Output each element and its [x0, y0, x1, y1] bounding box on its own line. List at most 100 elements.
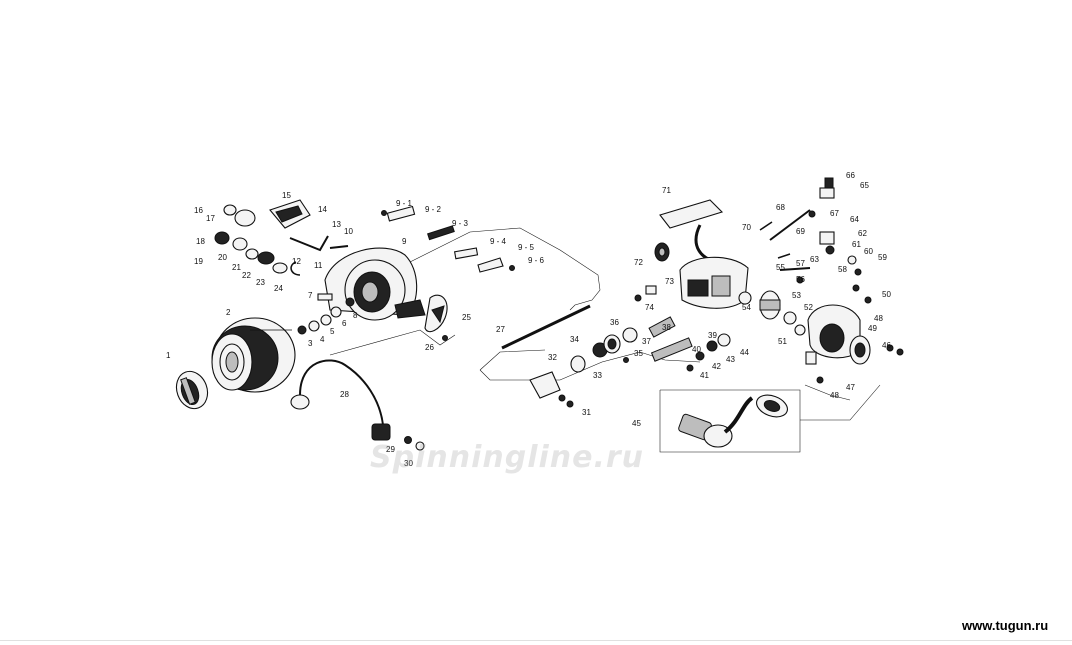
- label-9-2: 9 - 2: [425, 205, 442, 214]
- label-9-3: 9 - 3: [452, 219, 469, 228]
- label-60: 60: [864, 247, 873, 256]
- label-71: 71: [662, 186, 671, 195]
- label-21: 21: [232, 263, 241, 272]
- spool-part-2: [211, 317, 296, 393]
- label-52: 52: [804, 303, 813, 312]
- label-17: 17: [206, 214, 215, 223]
- assembly-guide-lines: [329, 227, 881, 453]
- label-5: 5: [330, 327, 335, 336]
- label-12: 12: [292, 257, 301, 266]
- label-6: 6: [342, 319, 347, 328]
- label-41: 41: [700, 371, 709, 380]
- label-27: 27: [496, 325, 505, 334]
- label-9-4: 9 - 4: [490, 237, 507, 246]
- drag-knob-part-1: [175, 370, 209, 410]
- label-25: 25: [462, 313, 471, 322]
- label-69: 69: [796, 227, 805, 236]
- label-14: 14: [318, 205, 327, 214]
- label-48-lower: 48: [830, 391, 839, 400]
- label-38: 38: [662, 323, 671, 332]
- label-9-1: 9 - 1: [396, 199, 413, 208]
- label-30: 30: [404, 459, 413, 468]
- reel-body: [634, 199, 752, 309]
- label-7: 7: [308, 291, 313, 300]
- label-55: 55: [776, 263, 785, 272]
- divider: [0, 640, 1072, 641]
- label-13: 13: [332, 220, 341, 229]
- label-48-upper: 48: [874, 314, 883, 323]
- label-15: 15: [282, 191, 291, 200]
- label-47: 47: [846, 383, 855, 392]
- label-64: 64: [850, 215, 859, 224]
- label-74: 74: [645, 303, 654, 312]
- label-68: 68: [776, 203, 785, 212]
- label-18: 18: [196, 237, 205, 246]
- bail-arm-assembly: [214, 199, 349, 276]
- label-29: 29: [386, 445, 395, 454]
- label-50: 50: [882, 290, 891, 299]
- label-31: 31: [582, 408, 591, 417]
- label-44: 44: [740, 348, 749, 357]
- label-51: 51: [778, 337, 787, 346]
- label-33: 33: [593, 371, 602, 380]
- label-36: 36: [610, 318, 619, 327]
- label-40: 40: [692, 345, 701, 354]
- side-cover-and-gears: [759, 177, 904, 384]
- label-67: 67: [830, 209, 839, 218]
- label-28: 28: [340, 390, 349, 399]
- gear-train: [529, 316, 731, 408]
- label-19: 19: [194, 257, 203, 266]
- bail-wire-part-28: [290, 359, 391, 441]
- label-56: 56: [796, 275, 805, 284]
- bail-screws: [404, 436, 425, 451]
- label-11: 11: [314, 261, 323, 270]
- label-57: 57: [796, 259, 805, 268]
- label-4: 4: [320, 335, 325, 344]
- label-16: 16: [194, 206, 203, 215]
- label-72: 72: [634, 258, 643, 267]
- label-34: 34: [570, 335, 579, 344]
- label-70: 70: [742, 223, 751, 232]
- label-24: 24: [274, 284, 283, 293]
- part-number-labels: 1 2 3 4 5 6 7 8 9 9 - 1 9 - 2 9 - 3 9 - …: [166, 171, 891, 468]
- label-23: 23: [256, 278, 265, 287]
- label-26: 26: [425, 343, 434, 352]
- label-37: 37: [642, 337, 651, 346]
- label-61: 61: [852, 240, 861, 249]
- label-9-6: 9 - 6: [528, 256, 545, 265]
- main-shaft-part-27: [501, 304, 591, 350]
- label-45: 45: [632, 419, 641, 428]
- label-42: 42: [712, 362, 721, 371]
- label-1: 1: [166, 351, 171, 360]
- label-22: 22: [242, 271, 251, 280]
- label-32: 32: [548, 353, 557, 362]
- label-20: 20: [218, 253, 227, 262]
- label-49: 49: [868, 324, 877, 333]
- label-39: 39: [708, 331, 717, 340]
- label-2: 2: [226, 308, 231, 317]
- label-10: 10: [344, 227, 353, 236]
- label-43: 43: [726, 355, 735, 364]
- label-54: 54: [742, 303, 751, 312]
- label-35: 35: [634, 349, 643, 358]
- spool-washers: [297, 293, 355, 335]
- label-53: 53: [792, 291, 801, 300]
- label-8: 8: [353, 311, 358, 320]
- rotor-small-parts: [381, 205, 515, 273]
- handle-part-45: [678, 394, 788, 448]
- label-63: 63: [810, 255, 819, 264]
- label-3: 3: [308, 339, 313, 348]
- label-65: 65: [860, 181, 869, 190]
- bail-arm-part-25: [424, 294, 448, 341]
- label-46: 46: [882, 341, 891, 350]
- label-62: 62: [858, 229, 867, 238]
- label-9: 9: [402, 237, 407, 246]
- site-url: www.tugun.ru: [962, 618, 1049, 633]
- label-66: 66: [846, 171, 855, 180]
- label-58: 58: [838, 265, 847, 274]
- label-73: 73: [665, 277, 674, 286]
- watermark: Spinningline.ru: [370, 440, 645, 475]
- label-59: 59: [878, 253, 887, 262]
